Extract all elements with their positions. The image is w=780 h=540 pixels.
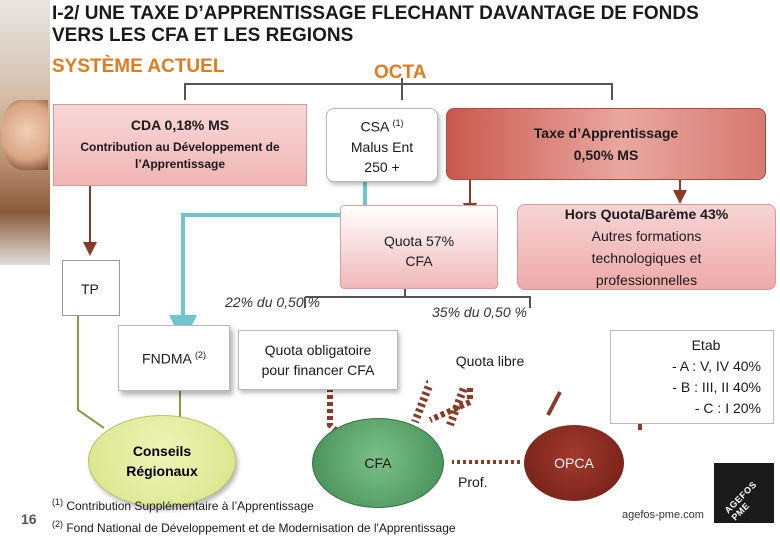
- fndma-box: FNDMA (2): [118, 325, 230, 391]
- cda-title: CDA 0,18% MS: [130, 117, 230, 133]
- page-title: I-2/ UNE TAXE D’APPRENTISSAGE FLECHANT D…: [52, 3, 699, 47]
- footnote-1: (1) Contribution Supplémentaire à l’Appr…: [52, 497, 314, 513]
- taxe-line-2: 0,50% MS: [573, 147, 639, 163]
- quota-libre-label: Quota libre: [455, 353, 525, 369]
- quota-obligatoire-box: Quota obligatoire pour financer CFA: [238, 330, 398, 390]
- hors-line-4: professionnelles: [595, 272, 698, 288]
- subtitle: SYSTÈME ACTUEL: [52, 56, 225, 77]
- fndma-label: FNDMA (2): [142, 349, 206, 367]
- arrow-libre-cfa: [428, 388, 473, 423]
- footnote-1-num: (1): [52, 497, 63, 507]
- hors-line-2: Autres formations: [591, 228, 702, 244]
- prof-label: Prof.: [458, 474, 488, 490]
- footnote-2-num: (2): [52, 519, 63, 529]
- conseils-line-1: Conseils: [132, 443, 192, 459]
- octa-bracket: [184, 83, 613, 100]
- hors-line-1: Hors Quota/Barème 43%: [564, 206, 729, 222]
- pct-22-label: 22% du 0,50 %: [225, 294, 320, 310]
- tp-box: TP: [62, 260, 120, 316]
- etab-line-4: - C : I 20%: [694, 400, 761, 416]
- website-link[interactable]: agefos-pme.com: [622, 509, 704, 521]
- oblig-line-2: pour financer CFA: [261, 362, 375, 378]
- quota-line-2: CFA: [405, 253, 433, 269]
- etab-box: Etab - A : V, IV 40% - B : III, II 40% -…: [610, 330, 774, 424]
- hors-quota-box: Hors Quota/Barème 43% Autres formations …: [517, 204, 776, 290]
- quota-libre-box: Quota libre: [428, 335, 552, 387]
- opca-node: OPCA: [524, 425, 624, 501]
- octa-label: OCTA: [374, 62, 427, 83]
- etab-line-2: - A : V, IV 40%: [672, 358, 761, 374]
- footnote-1-text: Contribution Supplémentaire à l’Apprenti…: [66, 499, 314, 513]
- tp-label: TP: [81, 281, 99, 297]
- title-line-1: I-2/ UNE TAXE D’APPRENTISSAGE FLECHANT D…: [52, 3, 699, 24]
- csa-box: CSA (1) Malus Ent 250 +: [326, 108, 438, 182]
- logo-text: AGEFOS PME: [722, 479, 759, 523]
- footnote-2: (2) Fond National de Développement et de…: [52, 519, 456, 535]
- etab-line-1: Etab: [691, 337, 721, 353]
- portrait-face: [2, 100, 48, 170]
- title-line-2: VERS LES CFA ET LES REGIONS: [52, 25, 354, 46]
- cfa-node: CFA: [312, 418, 444, 508]
- oblig-line-1: Quota obligatoire: [264, 342, 372, 358]
- quota-line-1: Quota 57%: [383, 233, 455, 249]
- opca-label: OPCA: [554, 455, 594, 471]
- cda-box: CDA 0,18% MS Contribution au Développeme…: [53, 104, 307, 186]
- csa-line-1: CSA (1): [360, 118, 404, 135]
- footnote-2-text: Fond National de Développement et de Mod…: [66, 521, 456, 535]
- agefos-logo: AGEFOS PME: [714, 463, 774, 523]
- etab-line-3: - B : III, II 40%: [672, 379, 761, 395]
- quota-split: [304, 288, 531, 308]
- arrow-csa-fndma: [169, 182, 367, 343]
- csa-line-3: 250 +: [364, 158, 400, 175]
- pct-35-label: 35% du 0,50 %: [432, 304, 527, 320]
- cda-subtitle: Contribution au Développement de l’Appre…: [80, 140, 280, 171]
- conseils-label: Conseils Régionaux: [126, 441, 198, 481]
- conseils-regionaux-node: Conseils Régionaux: [88, 415, 236, 507]
- cfa-label: CFA: [364, 455, 392, 471]
- conseils-line-2: Régionaux: [126, 463, 198, 479]
- taxe-line-1: Taxe d’Apprentissage: [533, 125, 679, 141]
- hors-line-3: technologiques et: [591, 250, 702, 266]
- arrow-etab-prof: [546, 391, 562, 416]
- quota-57-box: Quota 57% CFA: [340, 205, 498, 289]
- arrow-tp-conseils: [77, 290, 105, 429]
- taxe-apprentissage-box: Taxe d’Apprentissage 0,50% MS: [446, 108, 766, 180]
- page-number: 16: [21, 511, 37, 527]
- csa-line-2: Malus Ent: [350, 138, 414, 155]
